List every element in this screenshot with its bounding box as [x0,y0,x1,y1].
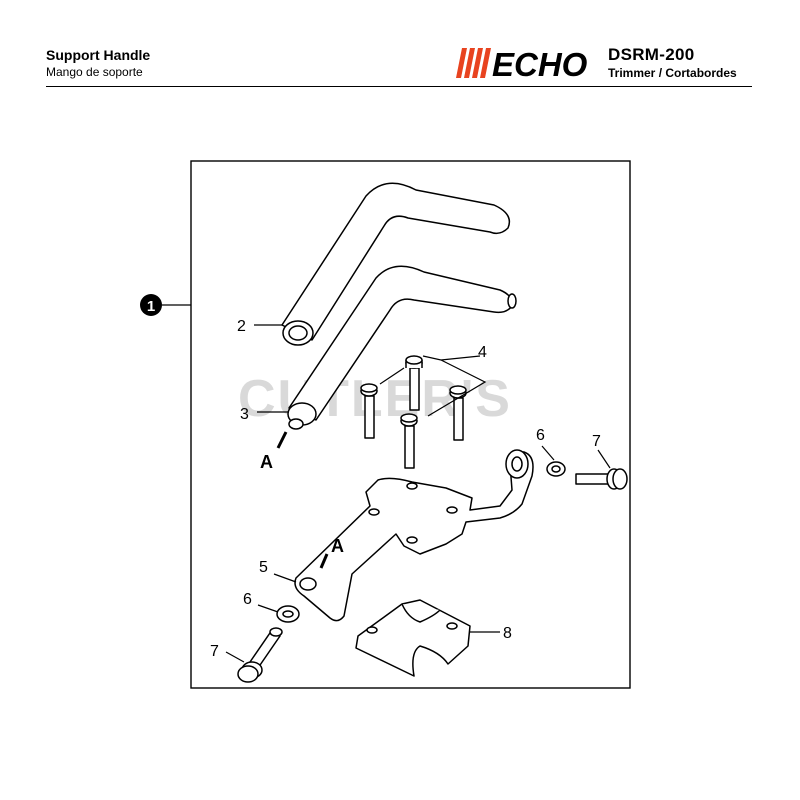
watermark-text: CUTLER'S [238,370,512,428]
callout-2: 2 [237,318,246,335]
leader-6-right [541,445,555,461]
leader-4 [379,355,487,417]
leader-5 [273,573,297,583]
screw-left [360,383,378,439]
handle-clamp [355,599,471,677]
upper-grip [281,182,511,346]
model-number: DSRM-200 [608,45,695,64]
callout-5: 5 [259,559,268,576]
ref-a-mid-dash [319,553,329,569]
assembly-frame [190,160,631,689]
callout-4: 4 [478,344,487,361]
logo-wordmark: ECHO [492,46,588,82]
washer-right [546,461,566,477]
page-title: Support Handle [46,47,151,63]
bolt-right [575,468,628,490]
leader-7-left [225,651,245,663]
screw-bottom [400,413,418,469]
callout-7-left: 7 [210,643,219,660]
product-subtitle: Trimmer / Cortabordes [608,66,737,80]
callout-6-left: 6 [243,591,252,608]
callout-6-right: 6 [536,427,545,444]
ref-a-top-dash [276,431,288,449]
ref-a-top: A [260,452,273,472]
handle-bracket [294,449,534,622]
page-title-spanish: Mango de soporte [46,65,143,79]
assembly-callout-number: 1 [147,298,155,315]
screw-top [405,355,423,411]
callout-3: 3 [240,406,249,423]
bolt-left [237,627,283,683]
lower-grip [287,265,517,430]
echo-logo: ECHO [456,46,588,82]
ref-a-mid: A [331,536,344,556]
callout-7-right: 7 [592,433,601,450]
leader-6-left [257,604,279,613]
leader-7-right [597,449,611,469]
callout-8: 8 [503,625,512,642]
assembly-callout-marker [140,294,162,316]
header-divider [46,86,752,87]
washer-left [276,605,300,623]
